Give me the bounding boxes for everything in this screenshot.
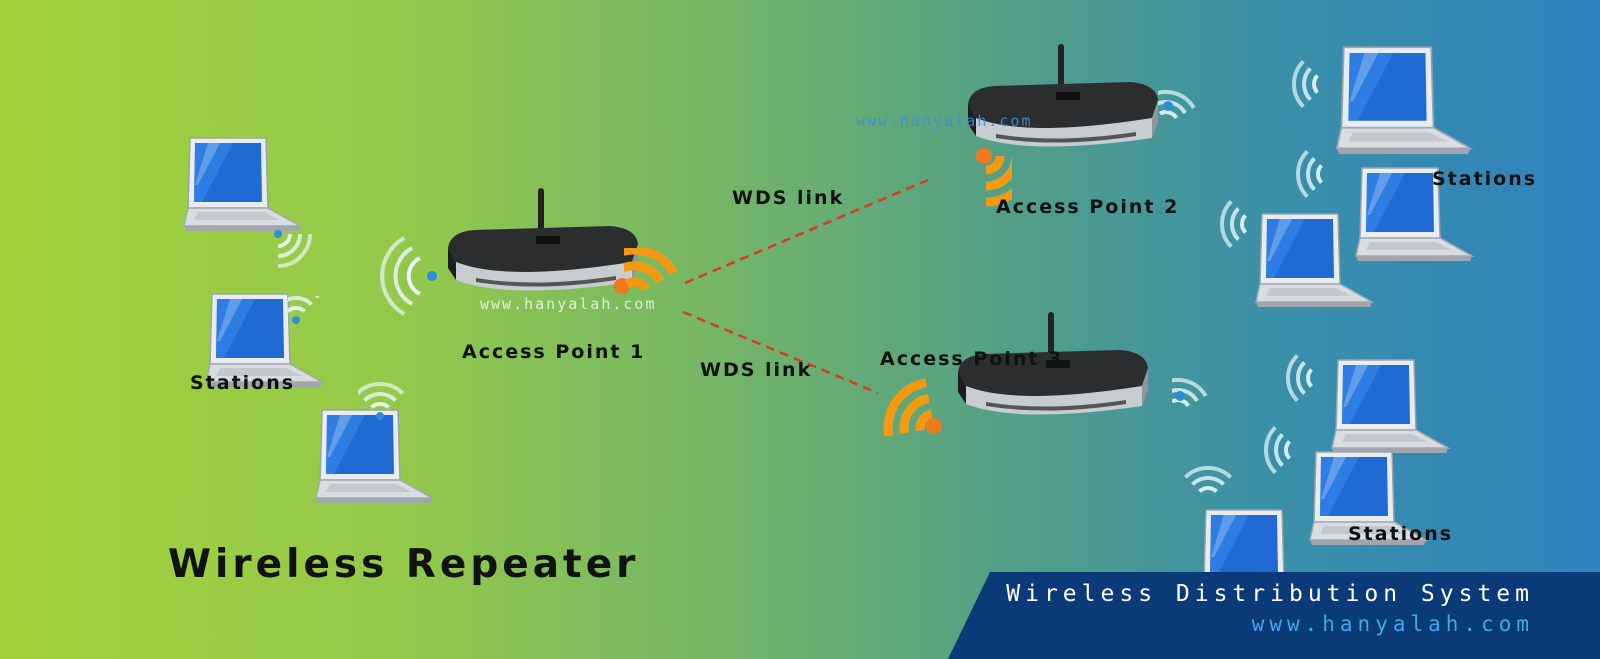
footer-title: Wireless Distribution System	[1006, 581, 1534, 607]
wifi-signal-icon	[1292, 144, 1342, 204]
wifi-signal-icon	[1216, 194, 1266, 254]
orange-signal-icon	[976, 148, 1012, 226]
watermark-ap2: www.hanyalah.com	[856, 112, 1033, 130]
wifi-signal-icon	[1158, 86, 1196, 126]
wifi-signal-icon	[1288, 54, 1338, 114]
laptop-station-left-1	[183, 137, 301, 232]
wds-link-label-upper: WDS link	[732, 187, 845, 209]
wifi-signal-icon	[1282, 348, 1332, 408]
orange-signal-icon	[862, 370, 942, 440]
access-point-3-router	[958, 312, 1148, 415]
watermark-ap1: www.hanyalah.com	[480, 295, 657, 313]
wifi-signal-icon	[380, 236, 437, 316]
wifi-signal-icon	[358, 378, 408, 420]
access-point-1-router	[448, 188, 638, 294]
stations-label-right-top: Stations	[1432, 168, 1538, 190]
wifi-signal-icon	[288, 296, 338, 324]
footer-url: www.hanyalah.com	[1251, 612, 1534, 636]
wifi-signal-icon	[1260, 420, 1310, 480]
laptop-station-right-top-1	[1336, 46, 1472, 156]
access-point-3-label: Access Point 3	[880, 348, 1064, 370]
wds-link-label-lower: WDS link	[700, 359, 813, 381]
stations-label-right-bottom: Stations	[1348, 523, 1454, 545]
access-point-1-label: Access Point 1	[462, 341, 646, 363]
access-point-2-label: Access Point 2	[996, 196, 1180, 218]
main-title: Wireless Repeater	[168, 542, 640, 587]
stations-label-left: Stations	[190, 372, 296, 394]
laptop-station-right-bottom-1	[1331, 359, 1449, 454]
laptop-station-right-top-3	[1255, 213, 1373, 308]
wifi-signal-icon	[1184, 460, 1234, 510]
wifi-signal-icon	[1172, 372, 1208, 414]
wifi-signal-icon	[274, 230, 312, 268]
